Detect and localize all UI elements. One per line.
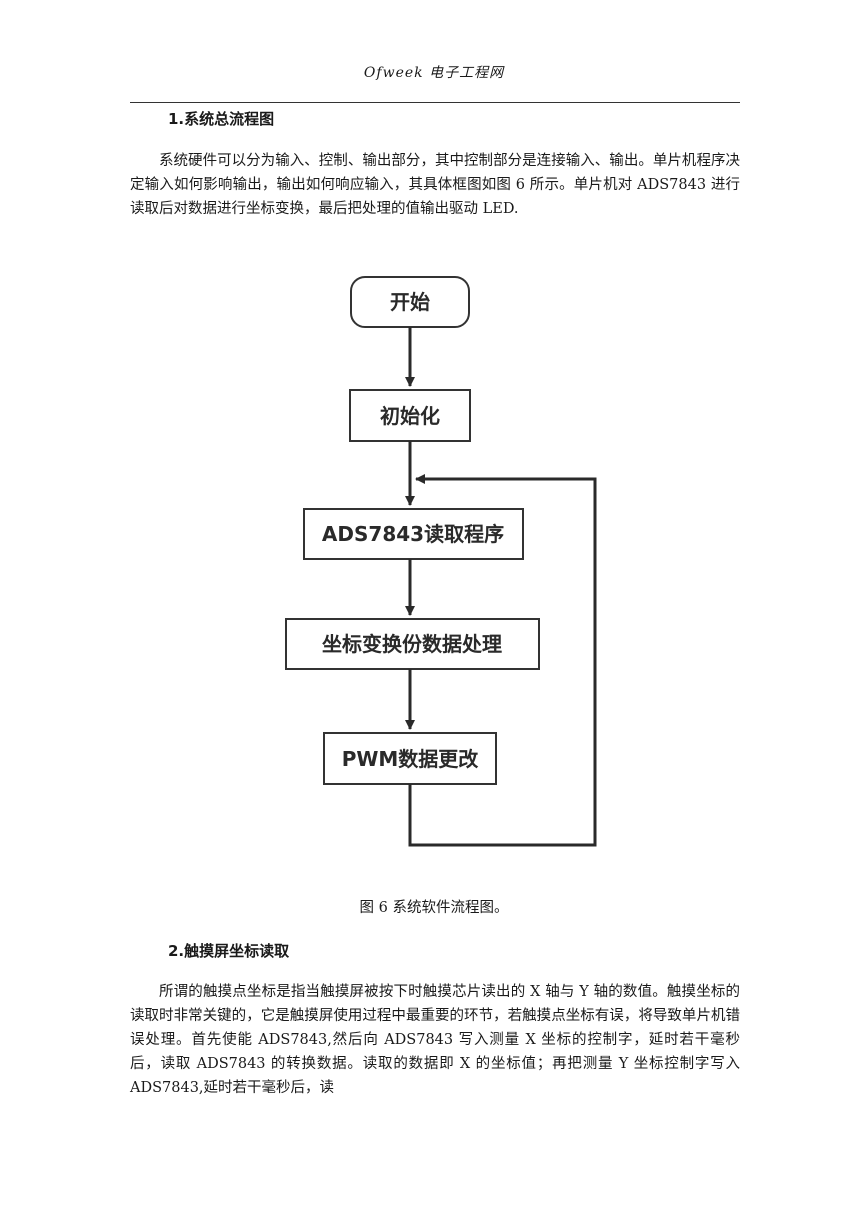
header-rule	[130, 102, 740, 103]
flow-loop-back-line	[408, 474, 597, 847]
flow-read-label: ADS7843读取程序	[322, 522, 504, 546]
flow-start-label: 开始	[390, 290, 430, 314]
section1-heading: 1.系统总流程图	[168, 110, 275, 128]
section1-paragraph: 系统硬件可以分为输入、控制、输出部分，其中控制部分是连接输入、输出。单片机程序决…	[130, 153, 740, 217]
flow-transform-node	[285, 618, 540, 670]
flow-transform-label: 坐标变换份数据处理	[322, 632, 502, 656]
page-header: Ofweek 电子工程网	[363, 65, 505, 81]
section2-paragraph: 所谓的触摸点坐标是指当触摸屏被按下时触摸芯片读出的 X 轴与 Y 轴的数值。触摸…	[130, 984, 740, 1096]
flow-read-node	[303, 508, 524, 560]
section2-heading: 2.触摸屏坐标读取	[168, 942, 290, 960]
flow-init-node	[349, 389, 471, 442]
flow-init-label: 初始化	[380, 404, 440, 428]
flow-pwm-node	[323, 732, 497, 785]
figure-caption: 图 6 系统软件流程图。	[359, 900, 509, 916]
flowchart: 开始 初始化 ADS7843读取程序 坐标变换份数据处理 PWM数据更改	[285, 276, 597, 847]
flow-pwm-label: PWM数据更改	[342, 747, 480, 771]
